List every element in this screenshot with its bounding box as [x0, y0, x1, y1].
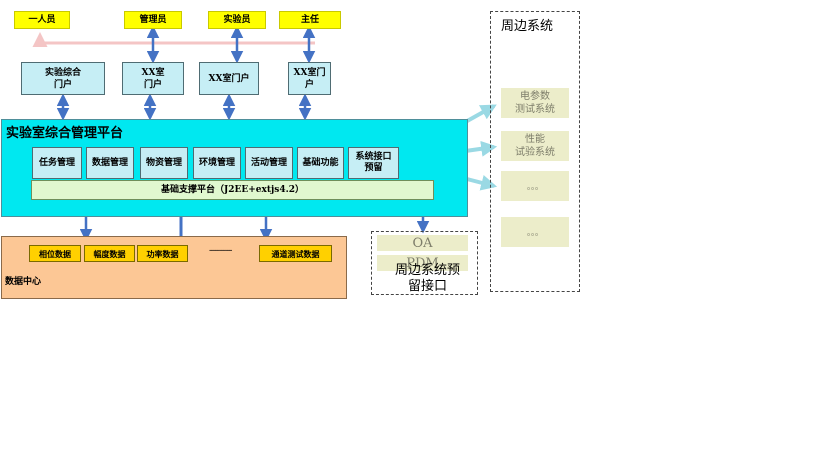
module-system-interface: 系统接口预留	[348, 147, 399, 179]
role-experimenter: 实验员	[208, 11, 266, 29]
peripheral-title: 周边系统	[501, 19, 554, 34]
periph-performance-test-system: 性能试验系统	[501, 131, 569, 161]
portal-line: XX室门户	[208, 73, 250, 84]
periph-electrical-test-system: 电参数测试系统	[501, 88, 569, 118]
reserved-pdm: PDM	[377, 255, 468, 271]
role-staff: 一人员	[14, 11, 70, 29]
reserved-label-line: 留接口	[407, 279, 447, 294]
portal-line: 门户	[143, 79, 162, 90]
portal-xx-room-2: XX室门户	[199, 62, 259, 95]
module-activity-management: 活动管理	[245, 147, 293, 179]
module-environment-management: 环境管理	[193, 147, 241, 179]
periph-line: 试验系统	[515, 147, 555, 158]
data-phase: 相位数据	[29, 245, 81, 262]
portal-xx-room-3: XX室门户	[288, 62, 331, 95]
role-admin: 管理员	[124, 11, 182, 29]
periph-line: 测试系统	[515, 104, 555, 115]
data-power: 功率数据	[137, 245, 188, 262]
interface-line: 系统接口	[355, 152, 392, 162]
portal-line: 实验综合	[44, 67, 81, 78]
data-amplitude: 幅度数据	[84, 245, 135, 262]
support-platform: 基础支撑平台（J2EE+extjs4.2）	[31, 180, 434, 200]
periph-line: 电参数	[520, 91, 550, 102]
module-basic-functions: 基础功能	[297, 147, 344, 179]
data-channel-test: 通道测试数据	[259, 245, 332, 262]
portal-line: 户	[304, 79, 314, 90]
reserved-interface-group	[371, 231, 478, 295]
reserved-interface-label: 周边系统预留接口	[385, 263, 470, 295]
module-material-management: 物资管理	[140, 147, 188, 179]
peripheral-systems-group	[490, 11, 580, 292]
data-ellipsis: -----------	[209, 246, 232, 256]
module-data-management: 数据管理	[86, 147, 134, 179]
portal-line: XX室门	[293, 67, 326, 78]
platform-title: 实验室综合管理平台	[6, 126, 124, 141]
portal-line: 门户	[53, 79, 72, 90]
portal-line: XX室	[141, 67, 165, 78]
role-director: 主任	[279, 11, 341, 29]
reserved-oa: OA	[377, 235, 468, 251]
reserved-label-line: 周边系统预	[394, 263, 460, 278]
data-center-label: 数据中心	[5, 277, 42, 287]
portal-lab-comprehensive: 实验综合门户	[21, 62, 105, 95]
periph-placeholder-1: 。。。	[501, 171, 569, 201]
interface-line: 预留	[364, 163, 383, 173]
role-feedback-line	[32, 32, 315, 47]
periph-placeholder-2: 。。。	[501, 217, 569, 247]
module-task-management: 任务管理	[32, 147, 82, 179]
periph-line: 性能	[525, 134, 545, 145]
portal-xx-room-1: XX室门户	[122, 62, 184, 95]
